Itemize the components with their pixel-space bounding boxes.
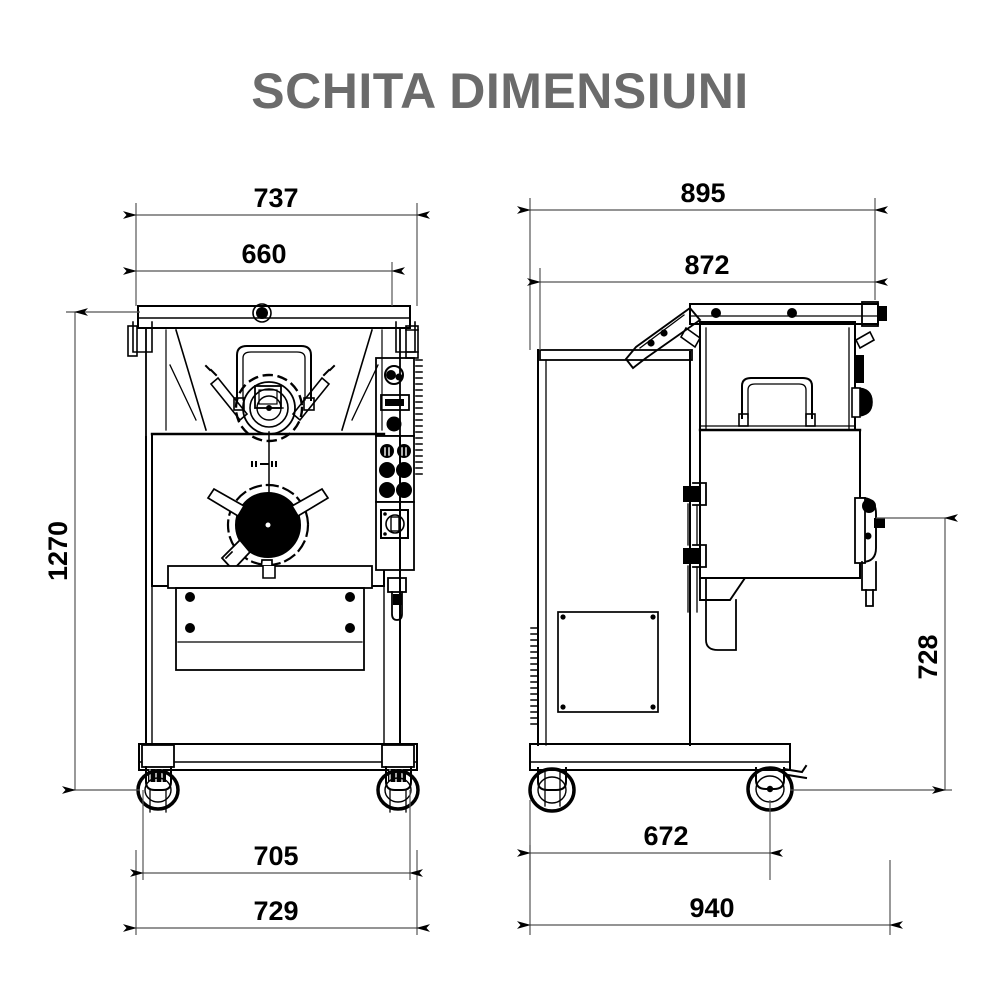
dim-label-1270: 1270 <box>43 521 73 581</box>
dim-label-737: 737 <box>253 183 298 213</box>
page-title: SCHITA DIMENSIUNI <box>251 63 749 119</box>
dim-label-729: 729 <box>253 896 298 926</box>
side-adjust-knob <box>854 497 885 607</box>
dim-label-705: 705 <box>253 841 298 871</box>
dim-label-728: 728 <box>913 634 943 679</box>
front-view-machine <box>127 303 423 813</box>
castor-front-right <box>376 744 420 813</box>
castor-side-right <box>746 764 808 812</box>
dim-label-872: 872 <box>684 250 729 280</box>
castor-front-left <box>136 744 180 813</box>
dim-label-940: 940 <box>689 893 734 923</box>
dim-label-672: 672 <box>643 821 688 851</box>
dim-label-895: 895 <box>680 178 725 208</box>
side-view-machine <box>528 301 887 813</box>
dim-label-660: 660 <box>241 239 286 269</box>
castor-side-left <box>528 767 576 813</box>
